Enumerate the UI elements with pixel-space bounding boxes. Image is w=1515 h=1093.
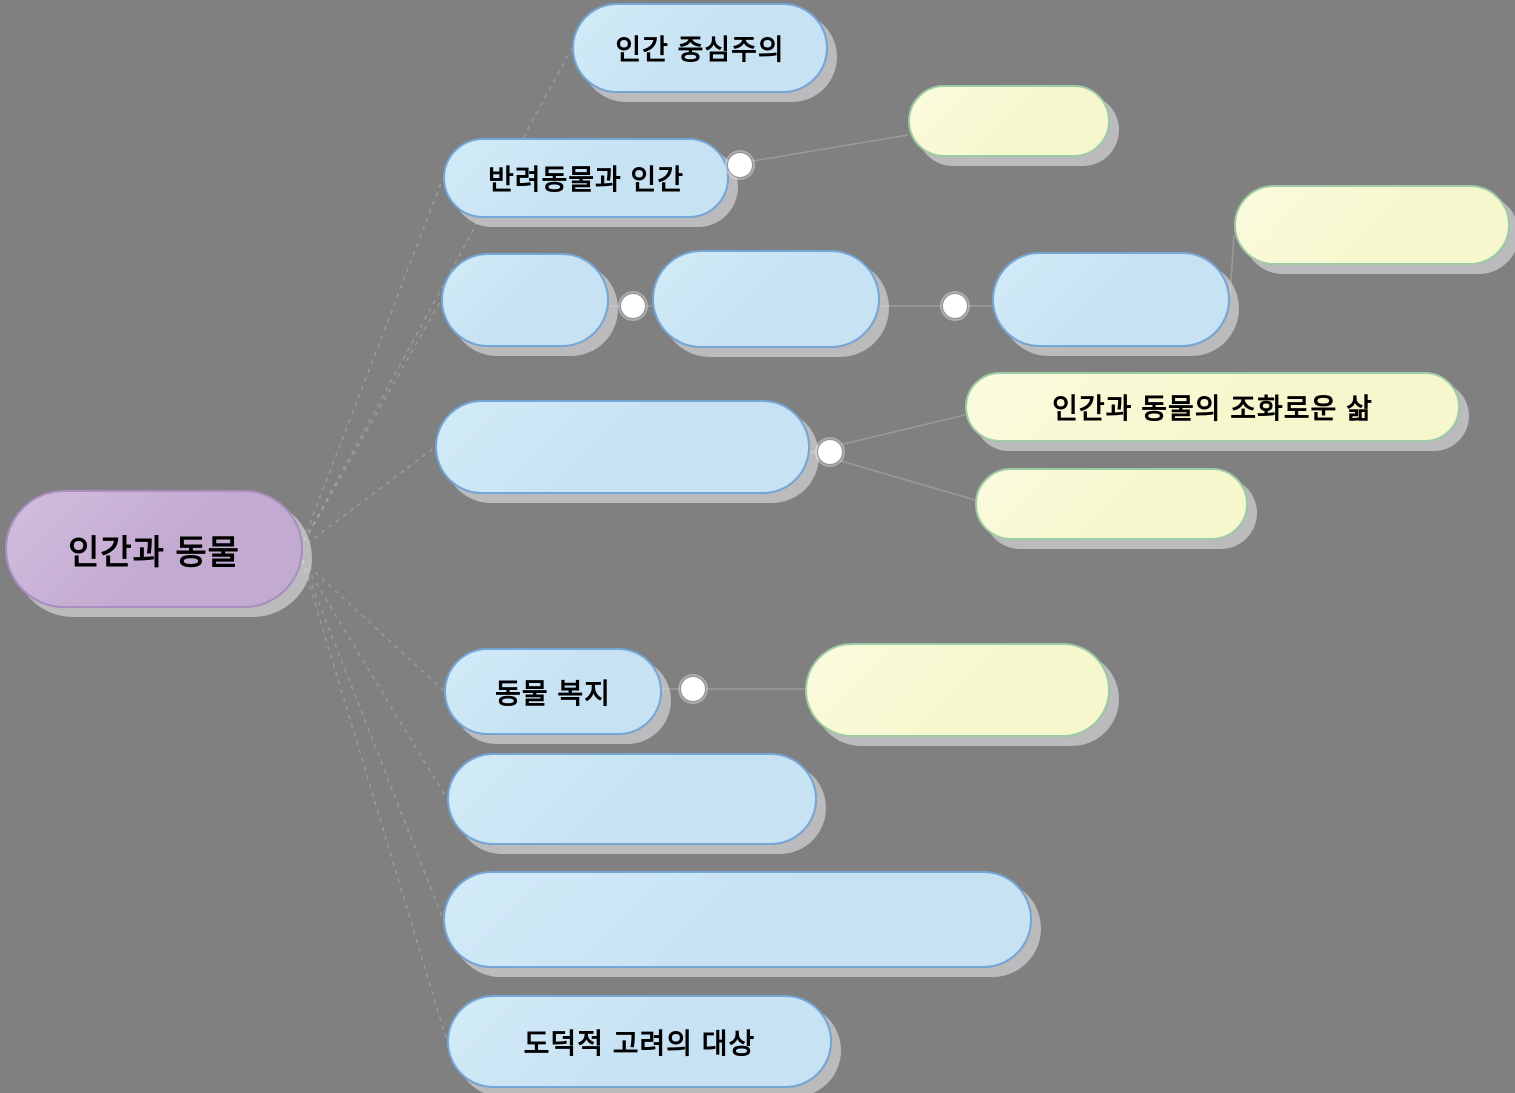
node-empty-blue-6[interactable] — [443, 871, 1032, 968]
expand-handle-icon[interactable] — [942, 293, 968, 319]
node-empty-blue-5[interactable] — [447, 753, 817, 845]
node-harmonious-life[interactable]: 인간과 동물의 조화로운 삶 — [965, 372, 1460, 442]
node-label: 동물 복지 — [495, 677, 611, 709]
node-empty-yellow-2[interactable] — [1234, 185, 1510, 265]
node-label: 도덕적 고려의 대상 — [523, 1027, 756, 1059]
node-moral-consideration[interactable]: 도덕적 고려의 대상 — [447, 995, 832, 1088]
expand-handle-icon[interactable] — [727, 152, 753, 178]
node-empty-yellow-3[interactable] — [975, 468, 1248, 540]
expand-handle-icon[interactable] — [620, 293, 646, 319]
expand-handle-icon[interactable] — [817, 439, 843, 465]
node-human-centrism[interactable]: 인간 중심주의 — [572, 3, 828, 93]
node-animal-welfare[interactable]: 동물 복지 — [444, 648, 662, 735]
node-empty-blue-4[interactable] — [435, 400, 810, 494]
root-node-label: 인간과 동물 — [68, 533, 240, 572]
node-empty-blue-2[interactable] — [652, 250, 880, 348]
node-empty-yellow-1[interactable] — [908, 85, 1110, 157]
node-empty-blue-3[interactable] — [992, 252, 1230, 347]
node-empty-yellow-4[interactable] — [805, 643, 1110, 737]
node-empty-blue-1[interactable] — [441, 253, 609, 347]
expand-handle-icon[interactable] — [680, 676, 706, 702]
root-node-humans-and-animals[interactable]: 인간과 동물 — [5, 490, 303, 608]
node-label: 인간과 동물의 조화로운 삶 — [1052, 393, 1373, 424]
node-pets-and-humans[interactable]: 반려동물과 인간 — [443, 138, 729, 218]
node-label: 반려동물과 인간 — [487, 164, 685, 195]
node-label: 인간 중심주의 — [615, 34, 785, 65]
